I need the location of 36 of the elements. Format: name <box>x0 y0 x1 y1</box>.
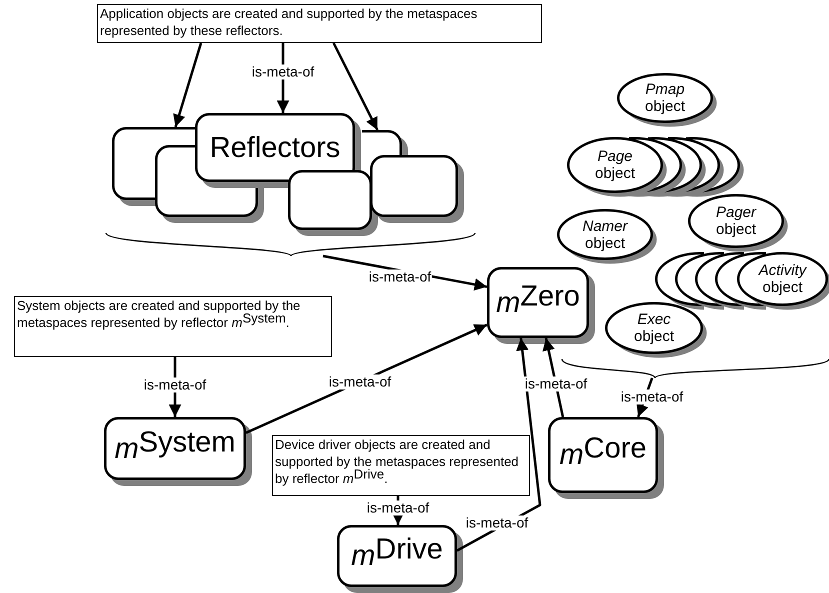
edge-label: is-meta-of <box>328 374 392 390</box>
node-label: Exec object <box>634 311 674 345</box>
arrow <box>245 324 488 434</box>
object-ellipse <box>686 137 746 199</box>
edge-label: is-meta-of <box>464 516 530 530</box>
edge-label: is-meta-of <box>142 378 208 392</box>
node-label: Pager object <box>716 204 756 238</box>
edge-label: is-meta-of <box>250 64 316 80</box>
reflector-box <box>548 417 664 499</box>
note-box <box>97 4 542 43</box>
node-label: Pmap object <box>644 81 686 115</box>
object-ellipse <box>557 209 659 266</box>
edge-label: is-meta-of <box>620 390 684 404</box>
reflector-box <box>288 170 378 236</box>
node-label: Namer object <box>582 218 628 252</box>
node-label: Page object <box>594 148 636 182</box>
reflector-box <box>362 130 408 155</box>
note-box <box>272 435 530 496</box>
curly-brace <box>562 358 829 378</box>
arrow <box>173 42 202 128</box>
reflector-box <box>487 267 595 344</box>
object-ellipse <box>605 302 709 360</box>
edge-label: is-meta-of <box>366 500 430 516</box>
reflector-box <box>337 525 463 593</box>
curly-brace <box>106 232 475 256</box>
edge-label: is-meta-of <box>524 376 588 392</box>
reflector-box <box>104 417 252 486</box>
node-label: Reflectors <box>210 130 340 164</box>
object-ellipse <box>617 73 719 129</box>
edge-label: is-meta-of <box>368 270 432 284</box>
node-label: Activity object <box>758 262 806 296</box>
note-text: Application objects are created and supported by the metaspaces represented by these reflectors. <box>100 6 478 38</box>
reflector-box <box>370 155 464 223</box>
object-ellipse <box>688 194 790 254</box>
arrow <box>332 42 379 131</box>
note-box <box>14 296 332 357</box>
